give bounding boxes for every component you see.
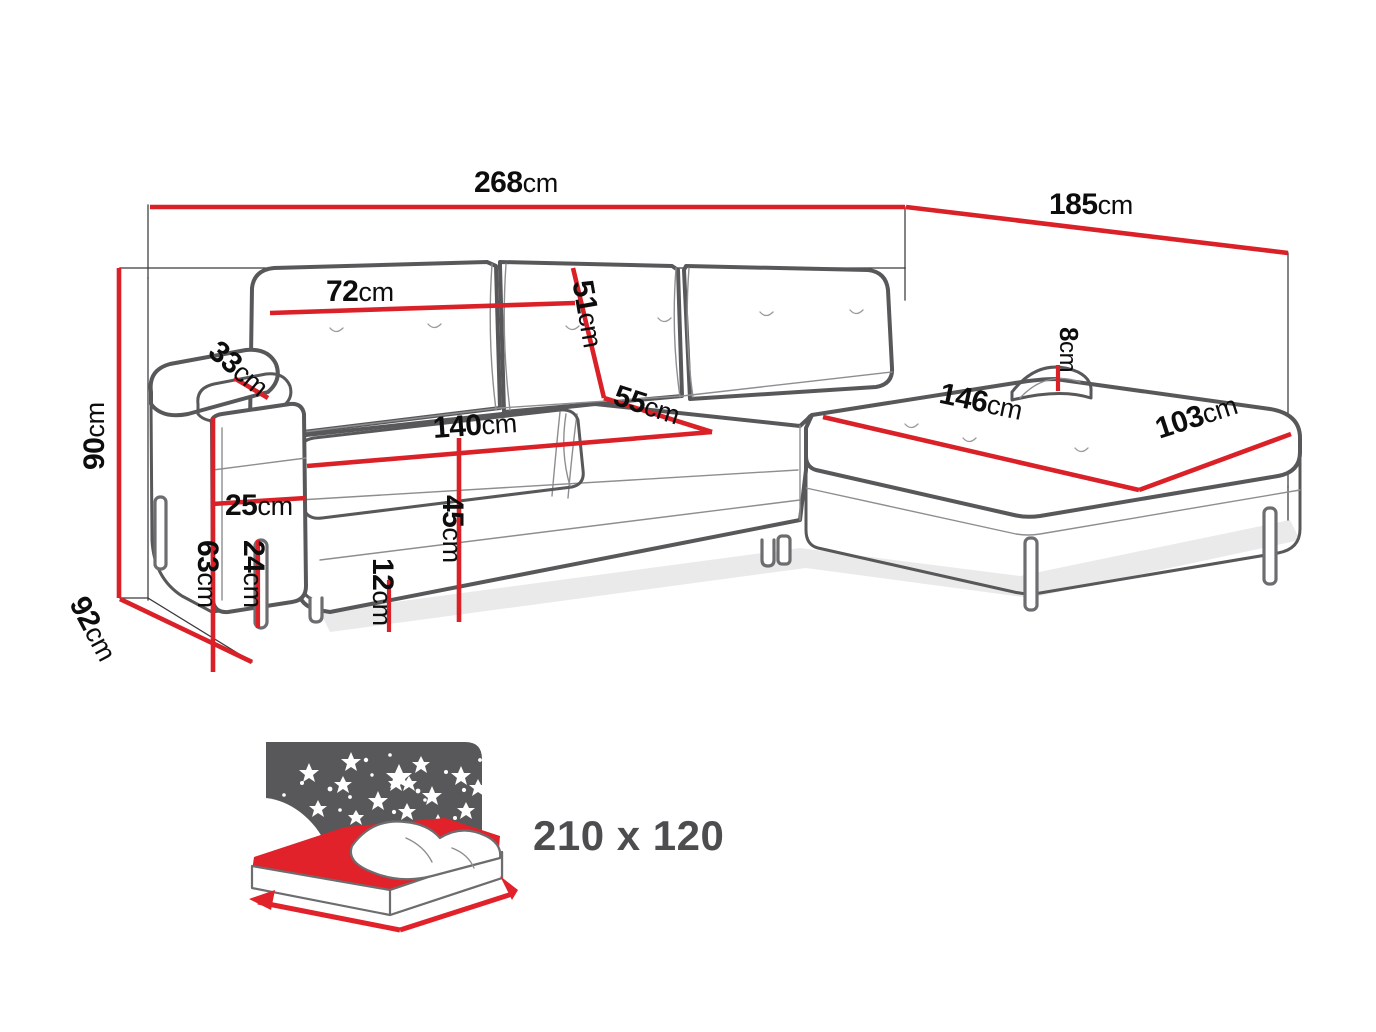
- main-seat-cushions: [298, 408, 585, 520]
- pillow-duvet: [349, 820, 502, 881]
- bed-arrow-width: [257, 899, 401, 933]
- label-leg-height-unit: cm: [367, 590, 397, 626]
- bed-arrow-length: [399, 891, 513, 933]
- label-seat-height-unit: cm: [437, 527, 467, 563]
- label-backrest-width-value: 72: [326, 275, 359, 308]
- dimline-92: [119, 596, 253, 665]
- label-overall-height-value: 90: [78, 437, 111, 470]
- dimline-103: [1138, 431, 1292, 493]
- dimline-72: [269, 300, 576, 316]
- label-overall-height-unit: cm: [80, 402, 110, 438]
- label-overall-width: 268cm: [474, 168, 558, 198]
- label-armrest-width-value: 25: [225, 489, 258, 522]
- label-backrest-width-unit: cm: [358, 277, 394, 307]
- dimline-33: [232, 376, 270, 400]
- furniture-legs: [153, 495, 1278, 630]
- label-overall-width-unit: cm: [522, 168, 559, 198]
- label-chaise-armrest-height-value: 8: [1054, 327, 1084, 341]
- label-overall-width-value: 268: [474, 166, 523, 199]
- label-base-height-unit: cm: [238, 572, 268, 608]
- dimension-lines: [116, 204, 1292, 672]
- dimline-55: [603, 395, 713, 435]
- dimline-51: [570, 267, 607, 399]
- dimline-140: [306, 429, 713, 469]
- bed-arrow-head-right: [500, 876, 518, 900]
- label-chaise-armrest-height: 8cm: [1054, 327, 1084, 373]
- label-seat-width-unit: cm: [480, 408, 518, 441]
- dimline-146: [822, 414, 1140, 493]
- dimline-25: [211, 495, 307, 507]
- label-armrest-width: 25cm: [225, 491, 293, 521]
- dimline-185: [905, 204, 1289, 256]
- label-armrest-height-unit: cm: [192, 572, 222, 608]
- label-backrest-width: 72cm: [326, 277, 394, 307]
- label-leg-height-value: 12: [366, 558, 399, 591]
- label-armrest-height: 63cm: [191, 540, 224, 608]
- label-armrest-width-unit: cm: [257, 491, 293, 521]
- label-armrest-height-value: 63: [191, 540, 224, 573]
- label-seat-width: 140cm: [431, 408, 518, 445]
- label-seat-height-value: 45: [436, 495, 469, 528]
- label-overall-depth-value: 185: [1049, 188, 1098, 221]
- label-backrest-height-unit: cm: [572, 309, 608, 350]
- label-seat-height: 45cm: [436, 495, 469, 563]
- bed-night-icon: [249, 742, 518, 933]
- label-base-height-value: 24: [237, 540, 270, 573]
- label-overall-depth: 185cm: [1049, 190, 1133, 220]
- label-chaise-armrest-height-unit: cm: [1054, 340, 1081, 373]
- label-leg-height: 12cm: [366, 558, 399, 626]
- label-base-height: 24cm: [237, 540, 270, 608]
- sleeping-area-size-label: 210 x 120: [533, 812, 725, 859]
- bed-arrow-head-left: [249, 890, 275, 910]
- label-seat-width-value: 140: [431, 408, 483, 445]
- label-overall-height: 90cm: [78, 402, 111, 470]
- moon-shape: [266, 798, 326, 845]
- label-overall-depth-unit: cm: [1097, 190, 1134, 220]
- furniture-ground-shadow: [320, 520, 1300, 632]
- chaise-small-armrest: [1010, 365, 1093, 402]
